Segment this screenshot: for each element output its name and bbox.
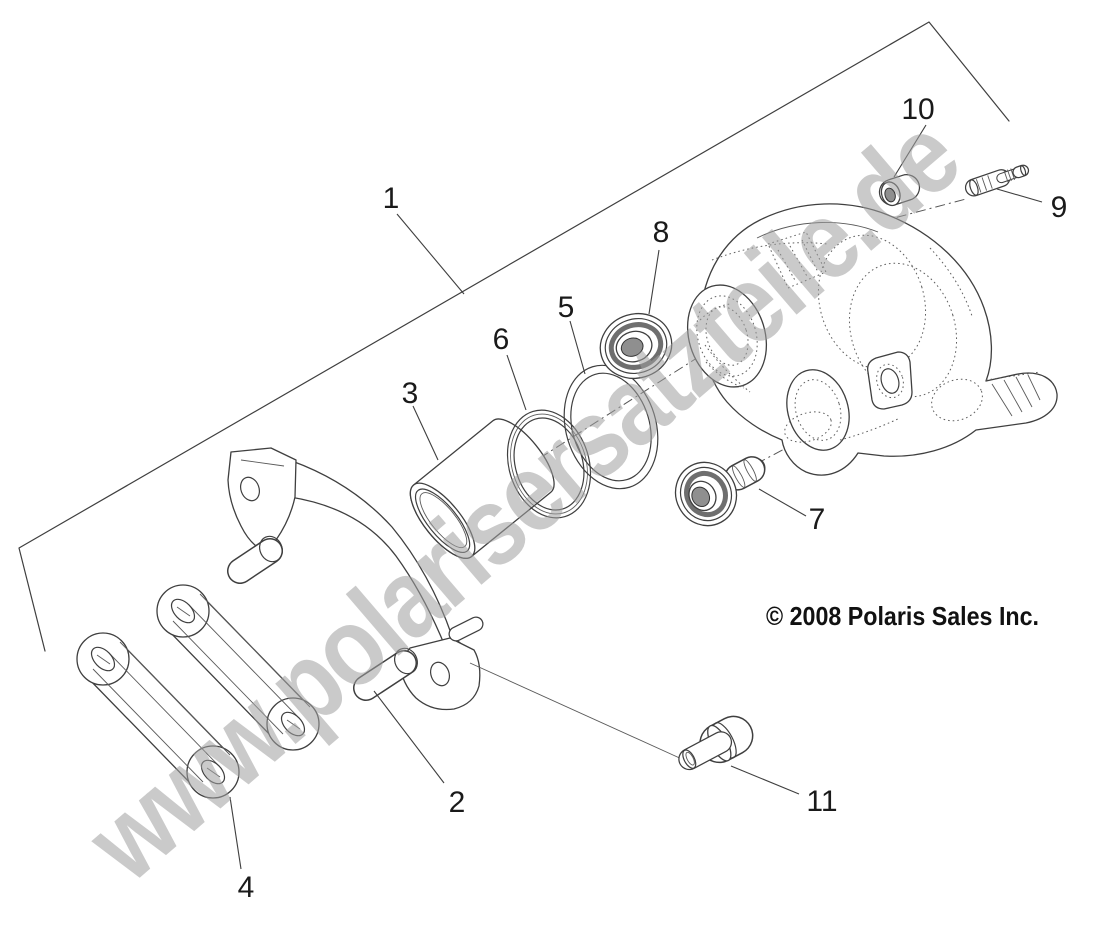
callout-2-label: 2 <box>449 786 466 819</box>
o-ring <box>563 364 659 490</box>
assembly-boundary-line <box>18 21 1010 652</box>
guide-pin-boot-assembly <box>674 456 766 527</box>
leader-lines <box>229 124 1043 870</box>
callout-7-label: 7 <box>809 503 826 536</box>
bleeder-cap <box>878 174 921 207</box>
callout-6-label: 6 <box>493 323 510 356</box>
callout-10-label: 10 <box>901 93 934 126</box>
callout-9-label: 9 <box>1051 191 1068 224</box>
callout-8-label: 8 <box>653 216 670 249</box>
caliper-mount-pin <box>678 715 754 771</box>
square-seal-ring <box>506 409 592 519</box>
mount-bracket <box>227 447 685 761</box>
dust-boot <box>599 312 673 380</box>
callout-11-label: 11 <box>806 785 837 818</box>
caliper-body <box>686 203 1058 476</box>
callout-labels: 1 2 3 4 5 6 7 8 9 10 11 <box>238 93 1068 904</box>
callout-5-label: 5 <box>558 291 575 324</box>
callout-4-label: 4 <box>238 871 255 904</box>
copyright-notice: © 2008 Polaris Sales Inc. <box>766 601 1039 631</box>
caliper-lug-hatching <box>985 371 1041 417</box>
callout-3-label: 3 <box>402 377 419 410</box>
callout-1-label: 1 <box>383 182 400 215</box>
piston <box>409 418 555 559</box>
watermark: www.polarisersatzteile.de <box>64 93 981 904</box>
bleeder-screw <box>964 164 1030 197</box>
